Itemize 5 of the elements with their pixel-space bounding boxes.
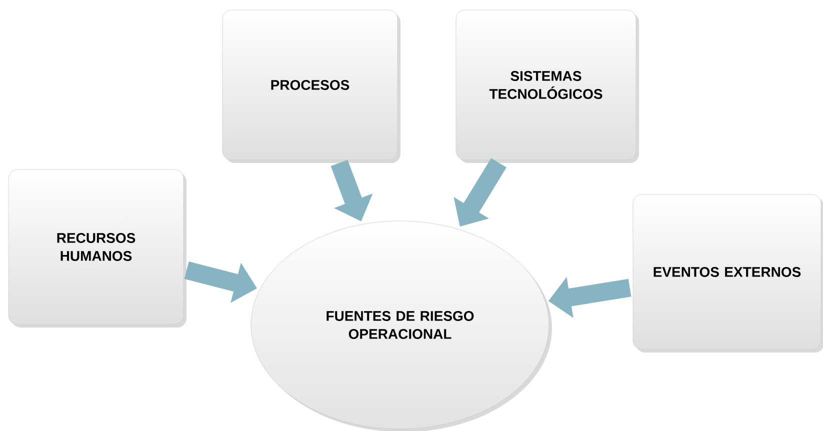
process-box: RECURSOS HUMANOS [8,169,184,325]
process-box: SISTEMAS TECNOLÓGICOS [456,10,636,160]
process-box: PROCESOS [222,10,398,160]
process-box: EVENTOS EXTERNOS [632,194,822,350]
oval-node: FUENTES DE RIESGO OPERACIONAL [250,220,550,430]
